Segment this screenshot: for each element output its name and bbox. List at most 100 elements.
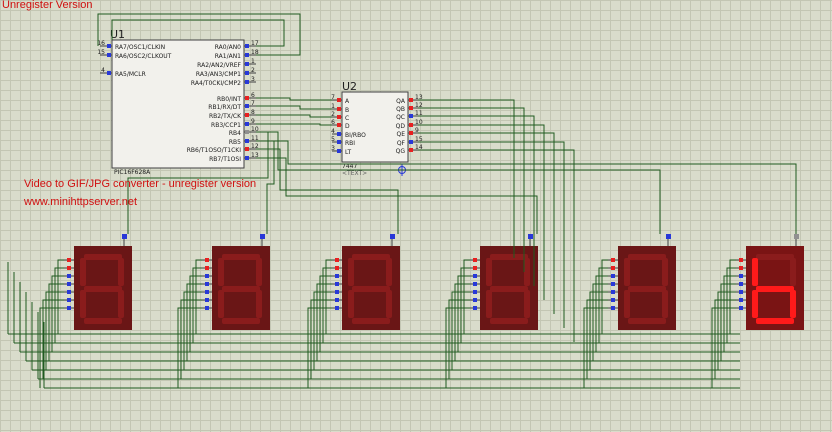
display-segment <box>222 286 260 292</box>
display-segment <box>624 290 630 318</box>
wire-segment-tap <box>601 259 608 334</box>
u1-pin-number: 7 <box>251 100 255 107</box>
u2-pin-number: 5 <box>331 136 335 143</box>
wire-segment-tap <box>322 267 332 343</box>
u2-pin-marker <box>337 140 341 144</box>
display-pin-marker <box>67 274 71 278</box>
wire-segment-tap <box>54 267 64 343</box>
u1-part-number: PIC16F628A <box>114 169 151 176</box>
display-segment <box>662 258 668 286</box>
u1-pin-name: RB6/T1OSO/T1CKI <box>187 147 241 154</box>
display-common-pin <box>122 234 127 239</box>
u1-pin-marker <box>245 122 249 126</box>
wire-digit-select <box>256 131 661 234</box>
display-segment <box>524 290 530 318</box>
u2-text-tag: <TEXT> <box>342 170 367 177</box>
u2-pin-marker <box>409 98 413 102</box>
u1-pin-name: RB4 <box>229 130 241 137</box>
u2-pin-name: C <box>345 115 349 122</box>
display-common-pin <box>528 234 533 239</box>
display-segment <box>628 318 666 324</box>
wire-segment-tap <box>717 291 736 370</box>
wire-segment-tap <box>463 259 470 334</box>
wire-segment-tap <box>183 291 202 370</box>
u2-pin-name: B <box>345 107 349 114</box>
u2-pin-number: 11 <box>415 110 423 117</box>
wire-segment-tap <box>51 275 64 352</box>
wire-segment-tap <box>720 283 736 361</box>
display-pin-marker <box>473 258 477 262</box>
display-pin-marker <box>473 290 477 294</box>
display-pin-marker <box>335 266 339 270</box>
display-segment <box>756 318 794 324</box>
display-pin-marker <box>611 298 615 302</box>
u1-pin-marker <box>245 96 249 100</box>
wire-segment-tap <box>726 267 736 343</box>
u2-pin-marker <box>337 98 341 102</box>
display-pin-marker <box>205 266 209 270</box>
u2-pin-marker <box>409 123 413 127</box>
u2-pin-name: QA <box>396 98 406 105</box>
u1-pin-number: 11 <box>251 135 259 142</box>
u1-pin-marker <box>107 44 111 48</box>
wire-segment-tap <box>42 299 64 379</box>
wire-segment-tap <box>186 283 202 361</box>
u1-pin-name: RA4/T0CKI/CMP2 <box>191 80 241 87</box>
u1-pin-marker <box>245 44 249 48</box>
display-segment <box>490 318 528 324</box>
display-pin-marker <box>335 258 339 262</box>
wire-segment-tap <box>48 283 64 361</box>
display-pin-marker <box>473 306 477 310</box>
display-pin-marker <box>205 290 209 294</box>
u1-pin-name: RA7/OSC1/CLKIN <box>115 44 165 51</box>
wire-segment-tap <box>595 275 608 352</box>
u2-pin-marker <box>409 140 413 144</box>
wire-segment-tap <box>451 291 470 370</box>
display-common-pin <box>666 234 671 239</box>
u1-pin-number: 4 <box>101 67 105 74</box>
u1-pin-name: RA5/MCLR <box>115 71 146 78</box>
u1-pin-name: RB2/TX/CK <box>209 113 242 120</box>
u2-pin-name: QG <box>396 148 406 155</box>
display-pin-marker <box>335 306 339 310</box>
u2-pin-marker <box>337 115 341 119</box>
wire-digit-select <box>256 140 797 234</box>
display-pin-marker <box>611 306 615 310</box>
display-segment <box>756 254 794 260</box>
u1-pin-number: 12 <box>251 143 259 150</box>
u1-pin-name: RA2/AN2/VREF <box>197 62 241 69</box>
display-segment <box>756 286 794 292</box>
wire-digit-select <box>256 157 538 234</box>
u1-pin-name: RA3/AN3/CMP1 <box>196 71 241 78</box>
u2-pin-number: 9 <box>415 127 419 134</box>
wire-ra1 <box>97 13 301 56</box>
u1-pin-marker <box>245 53 249 57</box>
u1-pin-number: 8 <box>251 109 255 116</box>
display-segment <box>790 290 796 318</box>
u2-pin-number: 7 <box>331 94 335 101</box>
display-segment <box>118 258 124 286</box>
display-segment <box>80 290 86 318</box>
u2-pin-name: RBI <box>345 140 355 147</box>
u2-pin-number: 4 <box>331 128 335 135</box>
u1-pin-name: RA6/OSC2/CLKOUT <box>115 53 172 60</box>
wire-digit-select <box>256 148 399 234</box>
display-pin-marker <box>739 290 743 294</box>
wire-segment-tap <box>454 283 470 361</box>
u1-pin-marker <box>245 130 249 134</box>
wire-segment-tap <box>313 291 332 370</box>
u2-pin-marker <box>409 106 413 110</box>
u1-pin-number: 2 <box>251 67 255 74</box>
display-common-pin <box>390 234 395 239</box>
display-pin-marker <box>67 282 71 286</box>
display-segment <box>628 254 666 260</box>
u1-pin-number: 3 <box>251 76 255 83</box>
u2-pin-number: 15 <box>415 136 423 143</box>
display-pin-marker <box>739 266 743 270</box>
u2-pin-name: D <box>345 123 350 130</box>
display-pin-marker <box>611 258 615 262</box>
wire-segment-tap <box>711 307 736 388</box>
display-pin-marker <box>67 298 71 302</box>
display-pin-marker <box>739 298 743 302</box>
